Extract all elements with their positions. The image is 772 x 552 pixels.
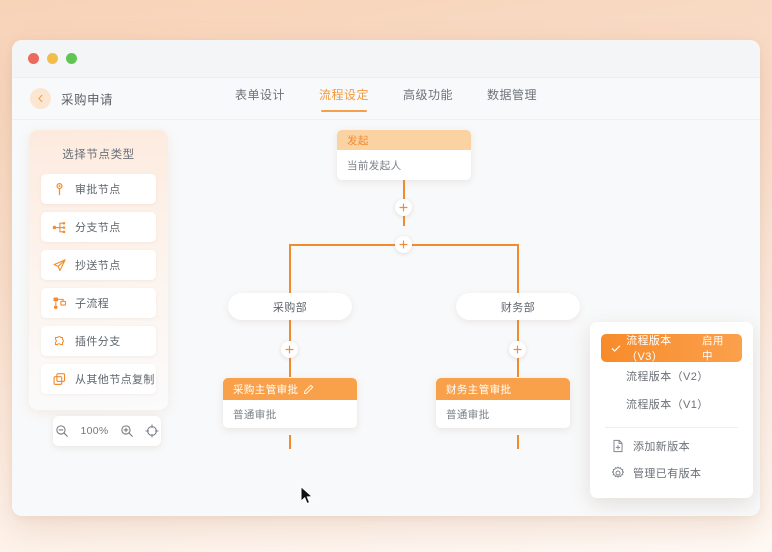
node-type-plugin[interactable]: 插件分支 — [41, 326, 156, 356]
minimize-window-button[interactable] — [47, 53, 58, 64]
start-node-header: 发起 — [337, 130, 471, 150]
gear-icon — [611, 466, 625, 478]
connector-right-tail — [517, 435, 519, 449]
approval-node-title: 财务主管审批 — [446, 383, 512, 396]
start-node-body: 当前发起人 — [337, 150, 471, 180]
version-active-badge: 启用中 — [701, 335, 724, 362]
tab-advanced[interactable]: 高级功能 — [403, 87, 454, 102]
zoom-in-icon[interactable] — [120, 424, 134, 438]
tab-data-management[interactable]: 数据管理 — [487, 87, 538, 102]
mouse-cursor — [300, 486, 314, 505]
pencil-icon[interactable] — [303, 384, 314, 395]
plus-icon — [399, 240, 408, 249]
plus-icon — [513, 345, 522, 354]
app-header: 采购申请 表单设计 流程设定 高级功能 数据管理 — [12, 78, 760, 120]
start-node[interactable]: 发起 当前发起人 — [337, 130, 471, 180]
approval-node-title: 采购主管审批 — [233, 383, 299, 396]
version-dropdown-menu: 流程版本（V3） 启用中 流程版本（V2） 流程版本（V1） 添加新版本 — [590, 322, 753, 498]
start-node-title: 发起 — [347, 134, 369, 147]
file-add-icon — [613, 439, 623, 452]
tab-flow-settings[interactable]: 流程设定 — [319, 86, 369, 112]
version-item-v1[interactable]: 流程版本（V1） — [601, 390, 742, 418]
tab-bar: 表单设计 流程设定 高级功能 数据管理 — [12, 86, 760, 112]
check-icon — [611, 345, 621, 352]
add-branch-button[interactable] — [395, 236, 412, 253]
zoom-level-label: 100% — [80, 425, 109, 437]
node-panel-title: 选择节点类型 — [62, 149, 135, 161]
manage-versions-action[interactable]: 管理已有版本 — [601, 459, 742, 486]
approval-node-header: 财务主管审批 — [436, 378, 570, 400]
copy-icon — [53, 372, 66, 385]
node-type-label: 子流程 — [75, 298, 110, 310]
menu-divider — [605, 427, 738, 428]
maximize-window-button[interactable] — [66, 53, 77, 64]
node-type-label: 分支节点 — [75, 222, 121, 234]
close-window-button[interactable] — [28, 53, 39, 64]
tab-form-design[interactable]: 表单设计 — [234, 87, 285, 102]
sub-process-icon — [53, 297, 67, 309]
connector-right-down — [517, 244, 519, 294]
send-paper-plane-icon — [53, 258, 66, 271]
add-new-version-action[interactable]: 添加新版本 — [601, 432, 742, 459]
zoom-out-icon[interactable] — [55, 424, 69, 438]
node-type-label: 从其他节点复制 — [75, 374, 155, 386]
plus-icon — [399, 203, 408, 212]
branch-pill-label: 采购部 — [272, 301, 308, 314]
app-window: 采购申请 表单设计 流程设定 高级功能 数据管理 选择节点类型 审批节点 — [12, 40, 760, 516]
node-type-copy-from-other[interactable]: 从其他节点复制 — [41, 364, 156, 394]
node-type-label: 抄送节点 — [75, 260, 121, 272]
node-type-approval[interactable]: 审批节点 — [41, 174, 156, 204]
back-button[interactable] — [30, 88, 51, 109]
menu-action-label: 管理已有版本 — [633, 467, 702, 480]
fit-to-screen-icon[interactable] — [145, 424, 159, 438]
branch-pill-purchasing[interactable]: 采购部 — [228, 293, 352, 320]
node-type-label: 插件分支 — [75, 336, 121, 348]
node-type-panel: 选择节点类型 审批节点 分支节点 — [29, 130, 168, 410]
approval-node-subtitle: 普通审批 — [233, 408, 277, 421]
approval-node-finance[interactable]: 财务主管审批 普通审批 — [436, 378, 570, 428]
page-title: 采购申请 — [61, 93, 114, 107]
approval-node-header: 采购主管审批 — [223, 378, 357, 400]
approval-pin-icon — [56, 182, 63, 195]
flow-canvas[interactable]: 选择节点类型 审批节点 分支节点 — [12, 120, 760, 516]
node-type-subprocess[interactable]: 子流程 — [41, 288, 156, 318]
version-item-v3[interactable]: 流程版本（V3） 启用中 — [601, 334, 742, 363]
plugin-puzzle-icon — [54, 335, 64, 345]
menu-action-label: 添加新版本 — [633, 440, 690, 453]
branch-fork-icon — [52, 221, 66, 233]
start-node-subtitle: 当前发起人 — [347, 159, 402, 172]
flow-graph: 发起 当前发起人 — [12, 120, 760, 516]
approval-node-purchasing[interactable]: 采购主管审批 普通审批 — [223, 378, 357, 428]
node-type-branch[interactable]: 分支节点 — [41, 212, 156, 242]
approval-node-body: 普通审批 — [223, 400, 357, 428]
approval-node-subtitle: 普通审批 — [446, 408, 490, 421]
zoom-toolbar: 100% — [53, 416, 161, 446]
connector-left-tail — [289, 435, 291, 449]
version-item-v2[interactable]: 流程版本（V2） — [601, 362, 742, 390]
add-node-button-right-branch[interactable] — [509, 341, 526, 358]
add-node-button-left-branch[interactable] — [281, 341, 298, 358]
plus-icon — [285, 345, 294, 354]
version-label: 流程版本（V3） — [626, 335, 672, 363]
add-node-button-after-start[interactable] — [395, 199, 412, 216]
chevron-left-icon — [38, 94, 43, 103]
version-label: 流程版本（V1） — [626, 399, 709, 411]
approval-node-body: 普通审批 — [436, 400, 570, 428]
node-type-label: 审批节点 — [75, 184, 121, 196]
connector-left-down — [289, 244, 291, 294]
window-titlebar — [12, 40, 760, 78]
branch-pill-finance[interactable]: 财务部 — [456, 293, 580, 320]
branch-pill-label: 财务部 — [500, 301, 536, 314]
node-type-cc[interactable]: 抄送节点 — [41, 250, 156, 280]
version-label: 流程版本（V2） — [626, 371, 709, 383]
